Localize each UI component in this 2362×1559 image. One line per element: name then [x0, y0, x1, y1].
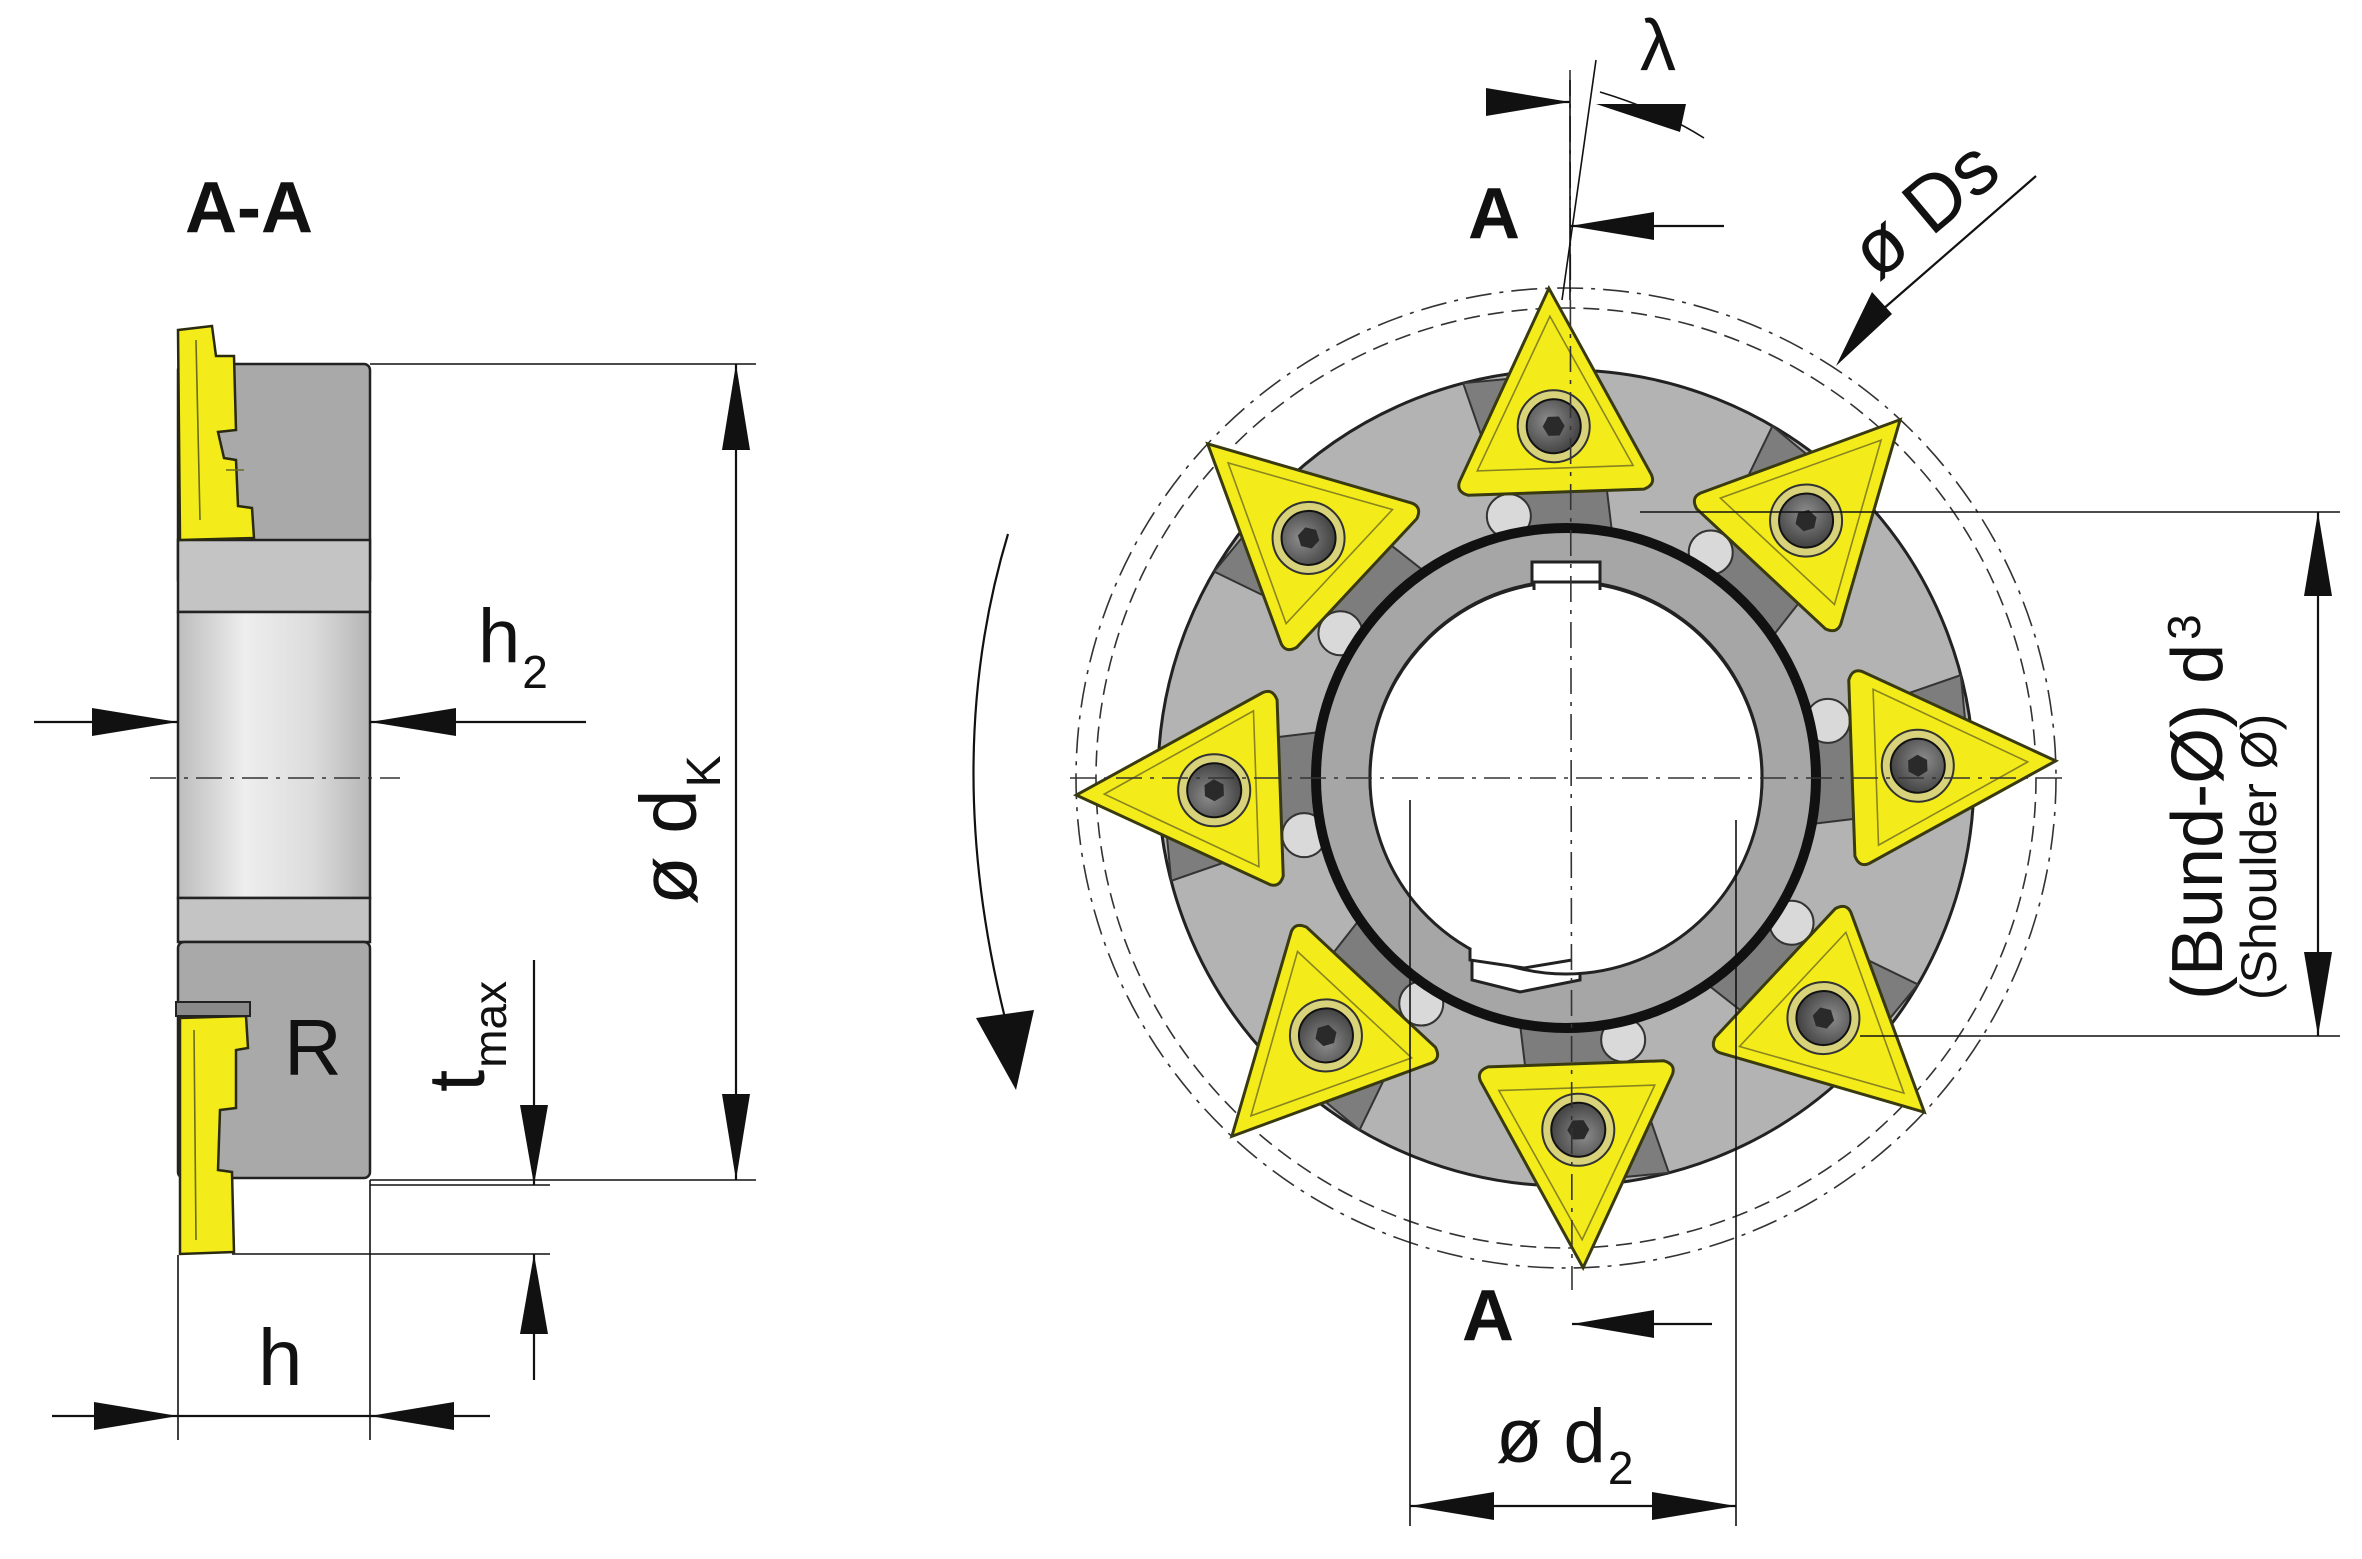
rotation-arrow-head [976, 1010, 1034, 1090]
cutting-insert [1072, 689, 1285, 887]
dk-arrow-bottom [722, 1094, 750, 1180]
d2-label: ø d2 [1496, 1394, 1633, 1494]
h2-label: h2 [478, 594, 548, 698]
section-insert-lower-seat [175, 1001, 251, 1017]
cutting-insert [1457, 284, 1655, 497]
section-insert-lower [178, 1014, 250, 1256]
cutting-insert [1711, 904, 1927, 1115]
h-arrow-left [94, 1402, 178, 1430]
keyway-bottom [1468, 948, 1573, 970]
tmax-arrow-bottom [520, 1254, 548, 1334]
screw-hex-socket [1908, 754, 1928, 777]
section-a-bottom-arrow [1572, 1310, 1654, 1338]
cutting-insert [1229, 923, 1440, 1139]
lambda-arrow-left [1486, 88, 1570, 116]
cutting-insert [1692, 417, 1903, 633]
section-view: A-A h2 [34, 168, 756, 1440]
screw-hex-socket [1315, 1024, 1337, 1047]
insert-chipbreaker [1475, 314, 1635, 472]
insert-chipbreaker [1249, 950, 1414, 1118]
cutting-insert [1847, 669, 2060, 867]
tmax-label: tmax [412, 981, 516, 1092]
section-title: A-A [185, 168, 313, 248]
h-arrow-right [370, 1402, 454, 1430]
section-a-bottom-label: A [1462, 1276, 1514, 1356]
screw-hex-socket [1542, 416, 1565, 436]
d3-arrow-bottom [2304, 952, 2332, 1036]
d3-note: (Shoulder Ø) [2231, 714, 2287, 1000]
ds-leader [1881, 175, 2037, 311]
r-label: R [284, 1003, 342, 1092]
screw-hex-socket [1812, 1007, 1835, 1029]
insert-chipbreaker [1718, 438, 1883, 606]
h2-arrow-right [370, 708, 456, 736]
rotation-arc [972, 533, 1010, 1023]
section-hub-band-upper [176, 538, 372, 614]
lambda-tilt-line [1561, 59, 1597, 301]
d3-label: (Bund-Ø) d3 [2158, 614, 2238, 1000]
h-label: h [258, 1313, 303, 1402]
lambda-arrow-right [1596, 104, 1686, 132]
section-insert-upper-detail [195, 339, 244, 521]
ds-arrow [1836, 292, 1892, 366]
insert-chipbreaker [1102, 709, 1260, 869]
cutting-insert [1205, 441, 1421, 652]
insert-chipbreaker [1497, 1084, 1657, 1242]
section-a-top-label: A [1468, 174, 1520, 254]
dk-arrow-top [722, 364, 750, 450]
screw-hex-socket [1297, 527, 1320, 549]
section-a-top-arrow [1570, 212, 1654, 240]
insert-chipbreaker [1738, 930, 1906, 1095]
d3-arrow-top [2304, 512, 2332, 596]
screw-hex-socket [1567, 1120, 1590, 1140]
screw-hex-socket [1204, 779, 1224, 802]
front-view: λ A A ø Ds (Bund-Ø) d3 (Shoulder Ø) ø d2 [972, 6, 2340, 1526]
insert-chipbreaker [1226, 461, 1394, 626]
h2-arrow-left [92, 708, 178, 736]
ds-label: ø Ds [1832, 122, 2015, 295]
section-hub-band-lower [176, 896, 372, 944]
dk-label: ø dK [624, 755, 731, 905]
screw-hex-socket [1795, 509, 1817, 532]
d2-arrow-left [1410, 1492, 1494, 1520]
d2-arrow-right [1652, 1492, 1736, 1520]
cutting-insert [1477, 1059, 1675, 1272]
insert-group [1072, 284, 2060, 1272]
insert-chipbreaker [1872, 687, 2030, 847]
tmax-arrow-top [520, 1105, 548, 1185]
lambda-label: λ [1640, 6, 1676, 86]
keyway-top [1532, 580, 1602, 590]
section-bore [176, 610, 372, 900]
